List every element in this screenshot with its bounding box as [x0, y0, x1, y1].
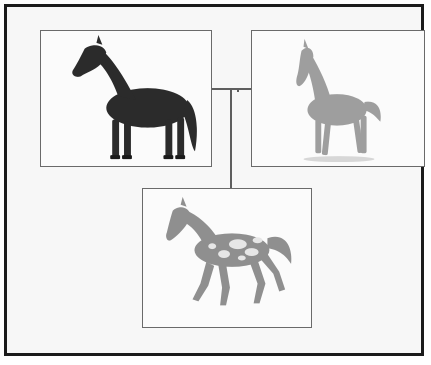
connector-line-mid-b — [237, 88, 239, 92]
connector-line-mid-a — [230, 88, 232, 188]
offspring-card-spotted-horse — [142, 188, 312, 328]
spotted-horse-icon — [143, 189, 311, 327]
parent-card-pale-horse — [251, 30, 425, 167]
parent-card-dark-horse — [40, 30, 212, 167]
dark-horse-icon — [41, 31, 211, 166]
pale-horse-icon — [252, 31, 424, 166]
